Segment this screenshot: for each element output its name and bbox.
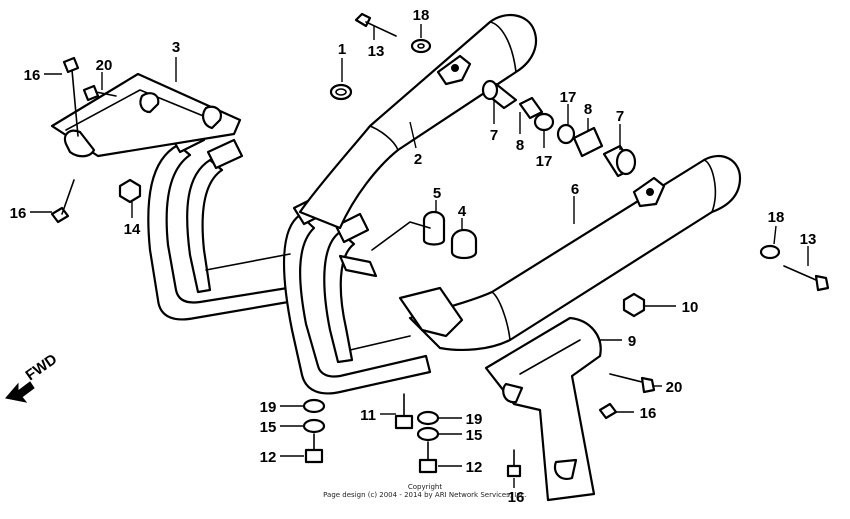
leader-lines xyxy=(30,24,809,488)
callout-8b: 8 xyxy=(584,101,592,118)
callout-17a: 17 xyxy=(560,89,577,106)
callout-2: 2 xyxy=(414,151,422,168)
callout-19b: 19 xyxy=(466,411,483,428)
joint-gaskets xyxy=(338,210,478,278)
callout-11: 11 xyxy=(360,407,376,424)
fwd-label: FWD xyxy=(23,351,61,385)
callout-15b: 15 xyxy=(466,427,483,444)
callout-3: 3 xyxy=(172,39,180,56)
callout-10: 10 xyxy=(682,299,699,316)
footer-copyright: Copyright xyxy=(407,483,443,491)
forward-arrow: FWD xyxy=(5,351,61,403)
callout-14: 14 xyxy=(124,221,141,238)
callout-17b: 17 xyxy=(536,153,553,170)
callout-13a: 13 xyxy=(368,43,385,60)
callout-16d: 16 xyxy=(508,489,525,506)
callout-12a: 12 xyxy=(260,449,277,466)
callout-8a: 8 xyxy=(516,137,524,154)
callout-13b: 13 xyxy=(800,231,817,248)
callout-numbers: 1 2 3 4 5 6 7 7 8 8 9 10 11 12 12 13 13 … xyxy=(10,7,817,506)
callout-4: 4 xyxy=(458,203,467,220)
callout-7a: 7 xyxy=(490,127,498,144)
callout-12b: 12 xyxy=(466,459,483,476)
callout-20b: 20 xyxy=(666,379,683,396)
callout-18b: 18 xyxy=(768,209,785,226)
muffler-2 xyxy=(298,13,538,230)
callout-20a: 20 xyxy=(96,57,113,74)
callout-15a: 15 xyxy=(260,419,277,436)
callout-1: 1 xyxy=(338,41,346,58)
callout-18a: 18 xyxy=(413,7,430,24)
callout-19a: 19 xyxy=(260,399,277,416)
footer-page-design: Page design (c) 2004 - 2014 by ARI Netwo… xyxy=(323,491,527,499)
callout-16b: 16 xyxy=(10,205,27,222)
callout-9: 9 xyxy=(628,333,636,350)
muffler-6 xyxy=(398,154,742,352)
callout-16a: 16 xyxy=(24,67,41,84)
callout-6: 6 xyxy=(571,181,579,198)
heat-protector-9 xyxy=(484,316,602,502)
callout-7b: 7 xyxy=(616,108,624,125)
joint-pipe-chain xyxy=(481,79,637,178)
callout-16c: 16 xyxy=(640,405,657,422)
heat-shield-bracket-3 xyxy=(50,72,242,158)
header-pipe-assembly xyxy=(147,143,432,395)
fwd-arrow-icon xyxy=(5,381,35,403)
callout-5: 5 xyxy=(433,185,441,202)
